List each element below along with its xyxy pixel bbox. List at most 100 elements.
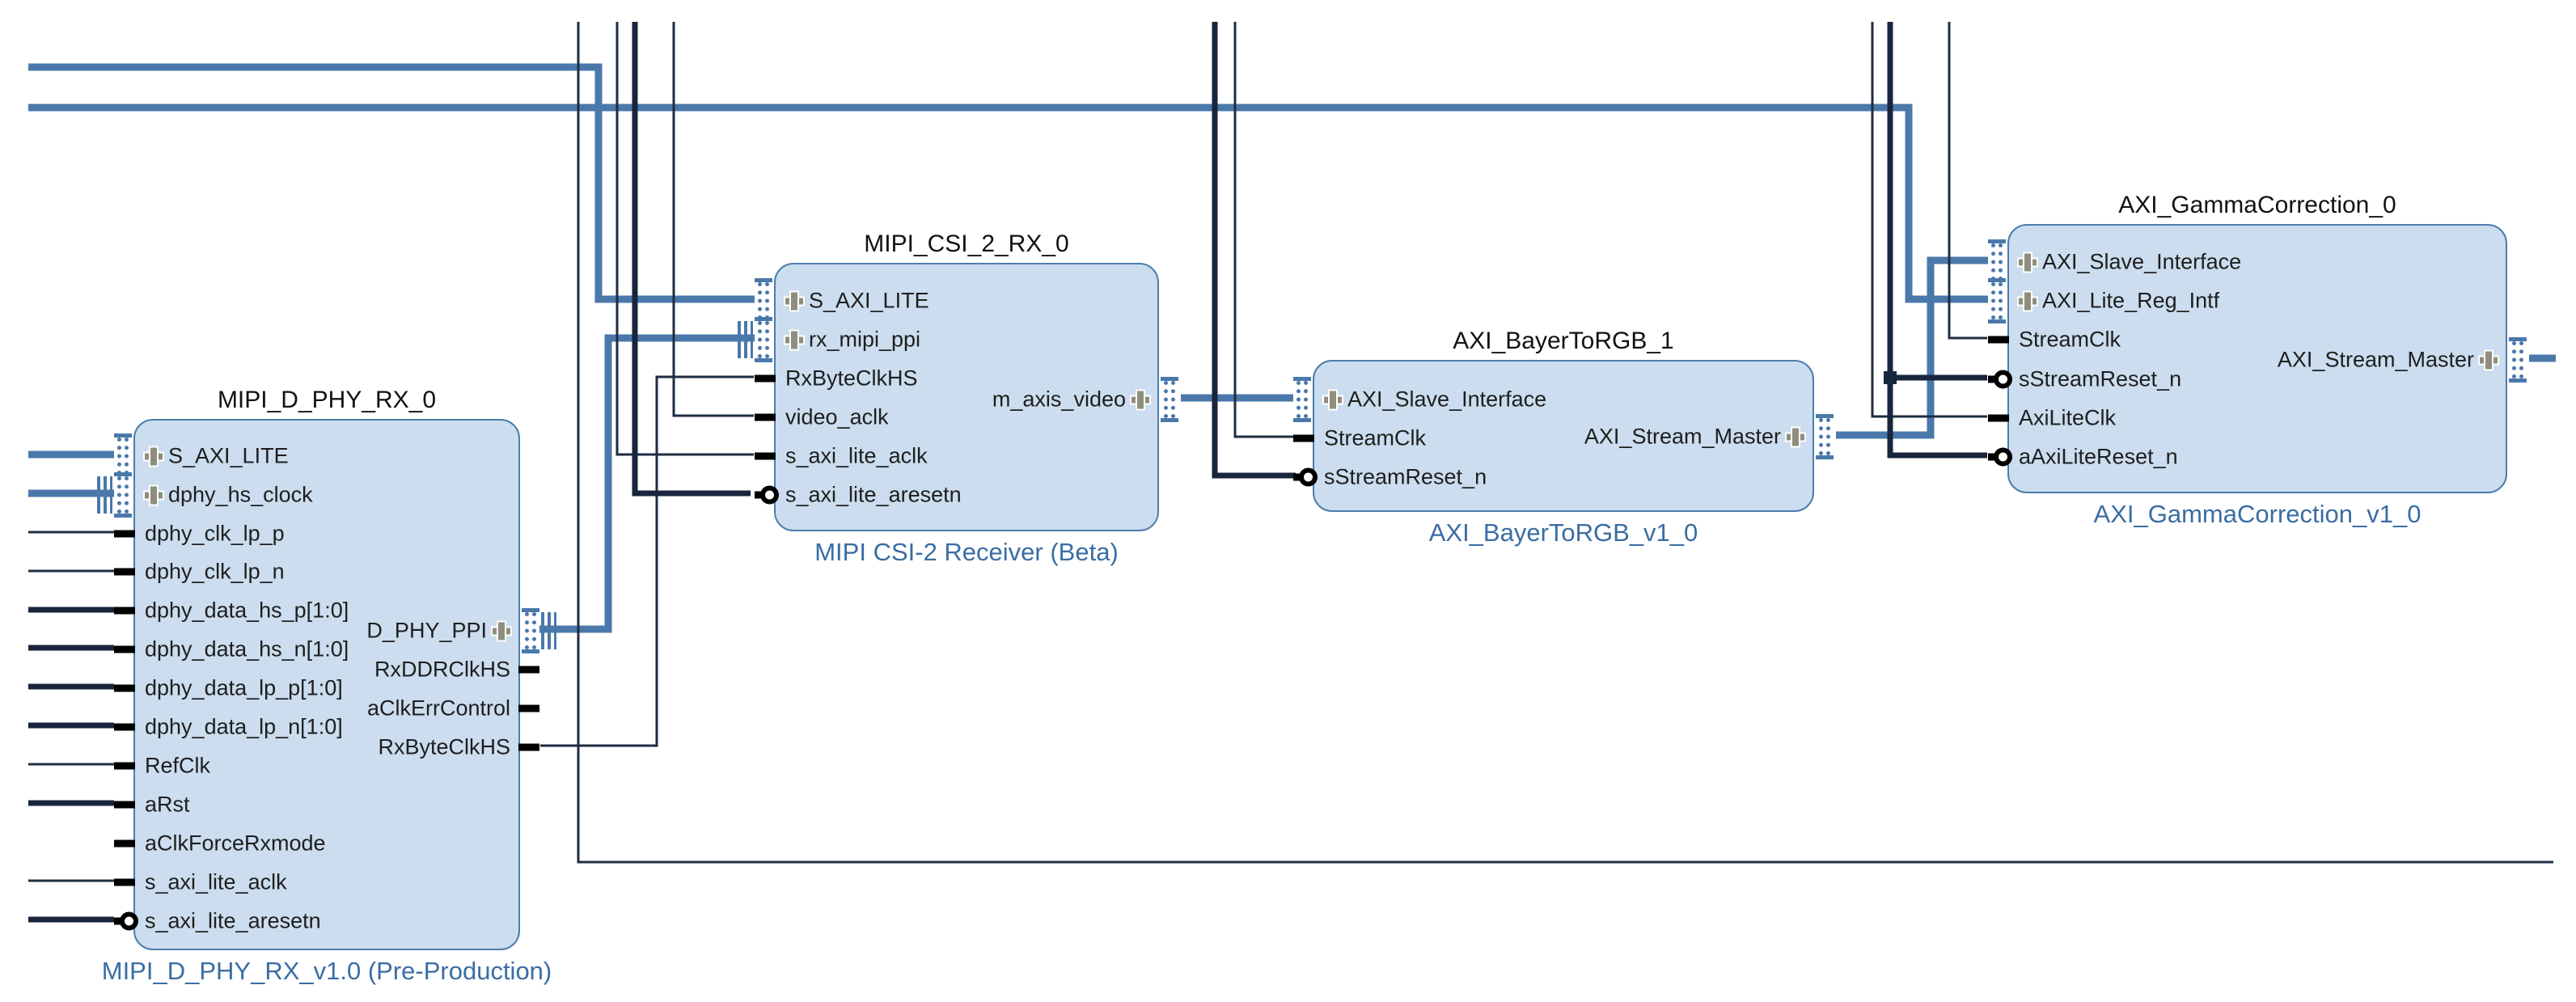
- port-axiliteclk[interactable]: AxiLiteClk: [2019, 405, 2117, 430]
- port-aclkforcerxmode[interactable]: aClkForceRxmode: [145, 831, 326, 856]
- pin-stub[interactable]: [518, 666, 539, 674]
- port-m-axis-video[interactable]: m_axis_video: [992, 387, 1149, 412]
- pin-stub[interactable]: [114, 801, 135, 809]
- port-dphy-data-lp-n[interactable]: dphy_data_lp_n[1:0]: [145, 714, 343, 739]
- plus-expand-icon[interactable]: [493, 622, 510, 640]
- wire-top-to-bayer-sstreamreset[interactable]: [1212, 22, 1296, 479]
- port-dphy-clk-lp-n[interactable]: dphy_clk_lp_n: [145, 559, 285, 584]
- wire-top-to-gamma-streamclk[interactable]: [1948, 22, 1987, 340]
- wire-top-to-bayer-streamclk[interactable]: [1233, 22, 1294, 438]
- wire-dphy-ppi-to-rx-mipi-ppi[interactable]: [539, 334, 756, 633]
- plus-expand-icon[interactable]: [145, 447, 163, 465]
- port-axi-stream-master[interactable]: AXI_Stream_Master: [1584, 425, 1804, 450]
- port-sstreamreset-n[interactable]: sStreamReset_n: [1324, 464, 1487, 489]
- multibar-connector-icon: [541, 612, 556, 649]
- block-subtitle: AXI_BayerToRGB_v1_0: [1428, 518, 1698, 547]
- wire-top-to-csi-video-aclk[interactable]: [672, 22, 754, 417]
- port-axi-slave-interface[interactable]: AXI_Slave_Interface: [2019, 250, 2241, 275]
- pin-stub[interactable]: [755, 413, 776, 421]
- ip-block-axi-bayertorgb[interactable]: AXI_BayerToRGB_1 AXI_BayerToRGB_v1_0 AXI…: [1293, 328, 1834, 547]
- plus-expand-icon[interactable]: [145, 486, 163, 504]
- port-axi-stream-master[interactable]: AXI_Stream_Master: [2278, 348, 2498, 373]
- interface-connector-icon[interactable]: [1816, 414, 1834, 459]
- port-s-axi-lite-aclk[interactable]: s_axi_lite_aclk: [145, 869, 287, 894]
- active-low-circle-icon: [120, 911, 138, 931]
- active-low-circle-icon: [760, 485, 779, 505]
- pin-stub[interactable]: [114, 878, 135, 886]
- port-video-aclk[interactable]: video_aclk: [785, 404, 889, 429]
- pin-stub[interactable]: [518, 704, 539, 712]
- port-rxbyteclkhs-out[interactable]: RxByteClkHS: [378, 734, 510, 759]
- plus-expand-icon[interactable]: [785, 331, 803, 349]
- plus-expand-icon[interactable]: [1787, 428, 1804, 446]
- port-refclk[interactable]: RefClk: [145, 753, 211, 778]
- port-s-axi-lite[interactable]: S_AXI_LITE: [785, 289, 929, 314]
- pin-stub[interactable]: [114, 839, 135, 848]
- port-s-axi-lite[interactable]: S_AXI_LITE: [145, 444, 289, 469]
- pin-stub[interactable]: [114, 607, 135, 615]
- interface-connector-icon[interactable]: [114, 472, 132, 518]
- wire-top-to-csi-s-axi-lite-aclk[interactable]: [615, 22, 754, 456]
- wire-top-to-gamma-axiliteclk[interactable]: [1871, 22, 1987, 418]
- plus-expand-icon[interactable]: [1131, 391, 1149, 408]
- port-rxddrclkhs[interactable]: RxDDRClkHS: [374, 657, 510, 682]
- pin-stub[interactable]: [114, 684, 135, 692]
- port-aclkerrcontrol[interactable]: aClkErrControl: [366, 695, 510, 721]
- port-axi-lite-reg-intf[interactable]: AXI_Lite_Reg_Intf: [2019, 289, 2219, 314]
- port-streamclk[interactable]: StreamClk: [2019, 327, 2121, 352]
- plus-expand-icon[interactable]: [785, 292, 803, 310]
- plus-expand-icon[interactable]: [2480, 351, 2498, 369]
- plus-expand-icon[interactable]: [2019, 253, 2037, 271]
- pin-stub[interactable]: [1988, 336, 2009, 344]
- interface-connector-icon[interactable]: [1988, 278, 2006, 323]
- interface-connector-icon[interactable]: [1161, 377, 1178, 422]
- pin-stub[interactable]: [755, 452, 776, 460]
- port-d-phy-ppi[interactable]: D_PHY_PPI: [366, 619, 510, 644]
- pin-stub[interactable]: [1988, 414, 2009, 422]
- pin-stub[interactable]: [1293, 434, 1314, 442]
- ip-block-mipi-csi-2-rx[interactable]: MIPI_CSI_2_RX_0 MIPI CSI-2 Receiver (Bet…: [738, 230, 1178, 566]
- pin-stub[interactable]: [518, 743, 539, 751]
- plus-expand-icon[interactable]: [1324, 391, 1342, 408]
- port-sstreamreset-n[interactable]: sStreamReset_n: [2019, 366, 2182, 391]
- ip-block-axi-gammacorrection[interactable]: AXI_GammaCorrection_0 AXI_GammaCorrectio…: [1988, 192, 2527, 528]
- interface-connector-icon[interactable]: [755, 317, 772, 362]
- port-dphy-data-hs-p[interactable]: dphy_data_hs_p[1:0]: [145, 598, 349, 623]
- pin-stub[interactable]: [114, 645, 135, 653]
- pin-stub[interactable]: [114, 762, 135, 770]
- port-s-axi-lite-aresetn[interactable]: s_axi_lite_aresetn: [785, 482, 962, 507]
- wire-bayer-master-to-gamma-slave[interactable]: [1836, 256, 1988, 439]
- port-axi-slave-interface[interactable]: AXI_Slave_Interface: [1324, 387, 1546, 412]
- wire-rxbyteclkhs-feedback[interactable]: [540, 375, 754, 747]
- interface-connector-icon[interactable]: [2509, 337, 2527, 383]
- interface-connector-icon[interactable]: [1293, 377, 1311, 422]
- multibar-connector-icon: [738, 321, 753, 358]
- block-subtitle: AXI_GammaCorrection_v1_0: [2093, 500, 2422, 528]
- port-rx-mipi-ppi[interactable]: rx_mipi_ppi: [785, 328, 920, 353]
- ip-block-mipi-d-phy-rx[interactable]: MIPI_D_PHY_RX_0 MIPI_D_PHY_RX_v1.0 (Pre-…: [97, 387, 556, 985]
- wire-top-to-csi-aresetn[interactable]: [632, 22, 751, 497]
- port-dphy-hs-clock[interactable]: dphy_hs_clock: [145, 483, 313, 508]
- port-dphy-data-lp-p[interactable]: dphy_data_lp_p[1:0]: [145, 675, 343, 700]
- port-rxbyteclkhs-in[interactable]: RxByteClkHS: [785, 366, 918, 391]
- interface-connector-icon[interactable]: [522, 608, 539, 653]
- port-s-axi-lite-aresetn[interactable]: s_axi_lite_aresetn: [145, 908, 321, 933]
- pin-stub[interactable]: [755, 374, 776, 383]
- port-streamclk[interactable]: StreamClk: [1324, 425, 1427, 450]
- pin-stub[interactable]: [114, 530, 135, 538]
- wire-top-to-gamma-aaxilitereset[interactable]: [1887, 22, 1987, 459]
- port-aaxilitereset-n[interactable]: aAxiLiteReset_n: [2019, 444, 2178, 469]
- active-low-circle-icon: [1994, 447, 2012, 467]
- pin-stub[interactable]: [114, 568, 135, 576]
- plus-expand-icon[interactable]: [2019, 292, 2037, 310]
- port-s-axi-lite-aclk[interactable]: s_axi_lite_aclk: [785, 443, 928, 468]
- port-arst[interactable]: aRst: [145, 792, 190, 817]
- pin-stub[interactable]: [114, 723, 135, 731]
- wire-axi-lite-trunk-to-csi[interactable]: [28, 63, 756, 303]
- block-subtitle: MIPI_D_PHY_RX_v1.0 (Pre-Production): [101, 957, 552, 985]
- wire-top-to-bottom-right[interactable]: [577, 22, 2553, 864]
- port-dphy-data-hs-n[interactable]: dphy_data_hs_n[1:0]: [145, 636, 349, 662]
- port-dphy-clk-lp-p[interactable]: dphy_clk_lp_p: [145, 521, 285, 546]
